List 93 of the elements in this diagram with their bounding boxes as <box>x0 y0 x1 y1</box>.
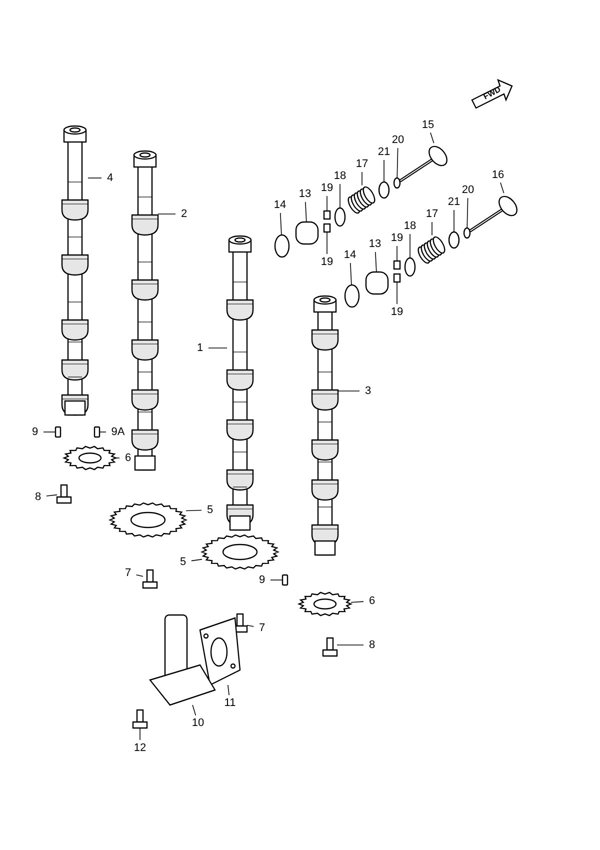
callout-number: 9A <box>110 426 126 438</box>
pin-drawing <box>282 574 288 586</box>
callout-number: 3 <box>364 385 372 397</box>
callout-number: 5 <box>178 556 188 568</box>
callout-number: 17 <box>354 158 370 170</box>
leader-line <box>191 558 202 562</box>
callout-number: 2 <box>180 208 188 220</box>
callout-number: 15 <box>420 119 436 131</box>
spring-seat-drawing <box>334 207 346 227</box>
callout-number: 18 <box>332 170 348 182</box>
callout-number: 21 <box>376 146 392 158</box>
retainer-drawing <box>448 231 460 249</box>
callout-number: 6 <box>368 595 376 607</box>
leader-line <box>326 196 328 212</box>
leader-line <box>136 574 144 577</box>
callout-number: 7 <box>258 622 266 634</box>
leader-line <box>396 282 398 304</box>
spring-drawing <box>348 186 376 214</box>
leader-line <box>186 510 202 512</box>
tappet-drawing <box>295 221 319 245</box>
leader-line <box>280 212 282 236</box>
spring-seat-drawing <box>404 257 416 277</box>
valve-seal-drawing <box>393 177 401 189</box>
leader-line <box>430 132 434 144</box>
callout-number: 4 <box>106 172 114 184</box>
gasket-drawing <box>199 617 241 686</box>
leader-line <box>46 494 58 496</box>
callout-number: 6 <box>124 452 132 464</box>
retainer-drawing <box>378 181 390 199</box>
callout-number: 7 <box>124 567 132 579</box>
valve-cotter-drawing <box>393 260 401 270</box>
leader-line <box>350 601 364 603</box>
valve-drawing <box>469 196 518 232</box>
leader-line <box>305 202 307 222</box>
valve-seal-drawing <box>463 227 471 239</box>
tappet-drawing <box>365 271 389 295</box>
callout-number: 9 <box>258 574 266 586</box>
bolt-drawing <box>322 637 338 657</box>
callout-number: 8 <box>368 639 376 651</box>
callout-number: 20 <box>390 134 406 146</box>
bolt-drawing <box>56 484 72 504</box>
camshaft-drawing <box>226 235 254 531</box>
sprocket-drawing <box>297 592 353 616</box>
leader-line <box>500 182 504 194</box>
leader-line <box>396 148 398 178</box>
callout-number: 21 <box>446 196 462 208</box>
valve-cotter-drawing <box>323 223 331 233</box>
leader-line <box>375 252 377 272</box>
shim-drawing <box>344 284 360 308</box>
callout-number: 13 <box>298 188 312 200</box>
shim-drawing <box>274 234 290 258</box>
camshaft-drawing <box>61 125 89 416</box>
leader-line <box>466 198 468 228</box>
valve-cotter-drawing <box>393 273 401 283</box>
callout-number: 17 <box>424 208 440 220</box>
callout-number: 19 <box>320 256 334 268</box>
callout-number: 12 <box>132 742 148 754</box>
valve-actuator-drawing <box>148 614 216 706</box>
callout-number: 20 <box>460 184 476 196</box>
callout-number: 14 <box>342 249 358 261</box>
callout-number: 19 <box>390 232 404 244</box>
leader-line <box>228 684 230 696</box>
callout-number: 11 <box>223 697 237 709</box>
sprocket-drawing <box>62 446 118 470</box>
leader-line <box>336 644 364 646</box>
bolt-drawing <box>142 569 158 589</box>
leader-line <box>326 232 328 254</box>
camshaft-drawing <box>131 150 159 471</box>
valve-cotter-drawing <box>323 210 331 220</box>
sprocket-drawing <box>108 502 188 538</box>
leader-line <box>350 262 352 286</box>
callout-number: 19 <box>390 306 404 318</box>
leader-line <box>396 246 398 262</box>
leader-line <box>246 624 254 627</box>
spring-drawing <box>418 236 446 264</box>
callout-number: 10 <box>190 717 206 729</box>
pin-drawing <box>94 426 100 438</box>
leader-line <box>192 704 196 716</box>
valve-drawing <box>399 146 448 182</box>
callout-number: 16 <box>490 169 506 181</box>
callout-number: 5 <box>206 504 214 516</box>
bolt-drawing <box>132 709 148 729</box>
callout-number: 1 <box>196 342 204 354</box>
sprocket-drawing <box>200 534 280 570</box>
callout-number: 18 <box>402 220 418 232</box>
callout-number: 13 <box>368 238 382 250</box>
callout-number: 8 <box>34 491 42 503</box>
callout-number: 14 <box>272 199 288 211</box>
pin-drawing <box>54 426 62 438</box>
callout-number: 19 <box>320 182 334 194</box>
camshaft-drawing <box>311 295 339 556</box>
leader-line <box>338 390 360 392</box>
callout-number: 9 <box>30 426 40 438</box>
